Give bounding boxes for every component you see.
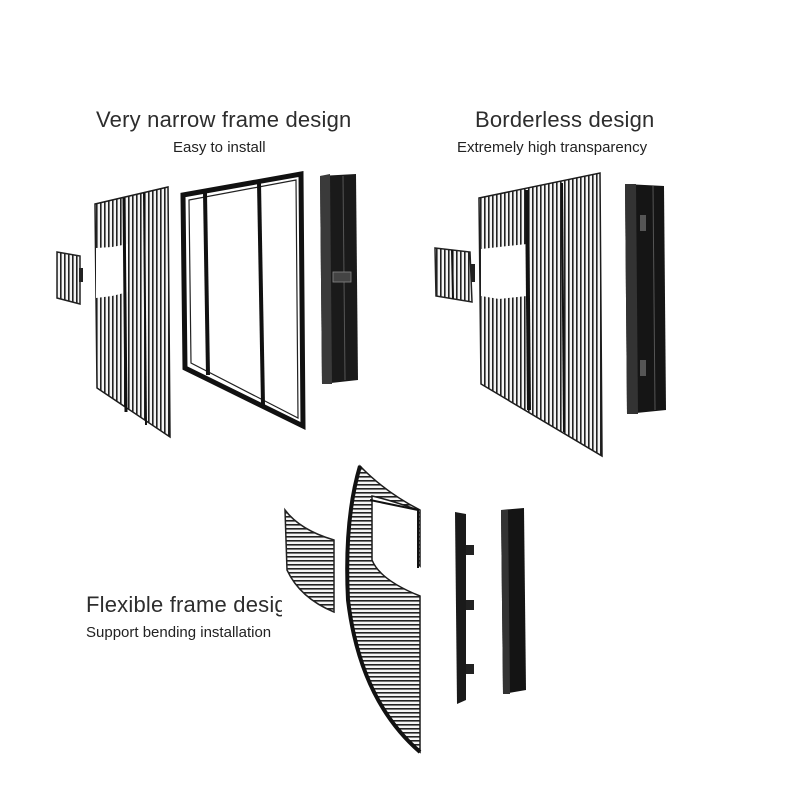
narrow-frame-title: Very narrow frame design (96, 107, 352, 132)
narrow-frame (180, 171, 306, 431)
borderless-main-panel (478, 172, 603, 458)
flexible-frame-title: Flexible frame design (86, 592, 282, 617)
narrow-main-panel (94, 186, 171, 439)
flexible-curved-panel (345, 464, 422, 754)
flexible-illustration (284, 464, 526, 754)
borderless-title: Borderless design (475, 107, 655, 132)
narrow-frame-illustration (56, 171, 358, 439)
borderless-side-bar (625, 184, 666, 414)
small-module (56, 251, 83, 305)
narrow-frame-subtitle: Easy to install (173, 139, 266, 156)
borderless-subtitle: Extremely high transparency (457, 139, 648, 156)
flexible-small-module (284, 507, 335, 614)
narrow-side-bar (320, 174, 358, 384)
borderless-small-module (434, 247, 475, 303)
borderless-illustration (434, 172, 666, 458)
flexible-frame-subtitle: Support bending installation (86, 624, 272, 641)
flexible-bracket (455, 512, 474, 704)
flexible-side-bar (501, 508, 526, 694)
